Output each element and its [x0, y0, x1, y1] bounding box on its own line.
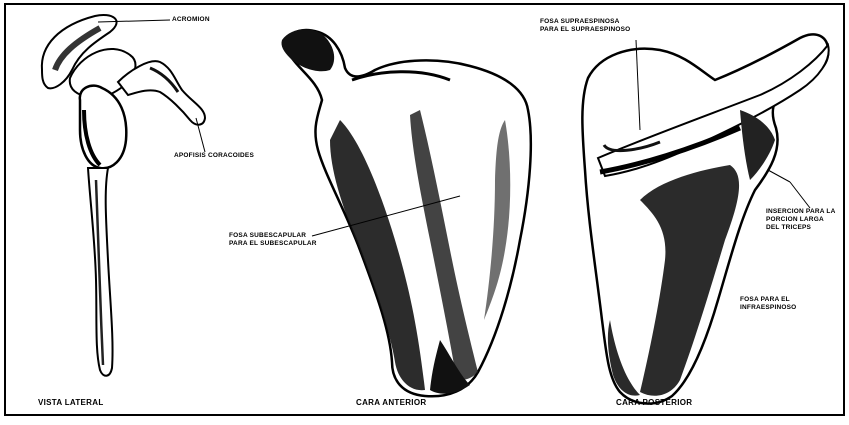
coracoid-shape — [118, 61, 205, 124]
label-triceps-insertion: INSERCION PARA LA — [766, 208, 836, 216]
anterior-view-scapula — [281, 29, 530, 396]
label-subscapular-fossa: FOSA SUBESCAPULAR — [229, 232, 306, 240]
label-coracoid-process: APOFISIS CORACOIDES — [174, 152, 254, 160]
label-supraspinous-fossa-2: PARA EL SUPRAESPINOSO — [540, 26, 630, 34]
caption-posterior-view: CARA POSTERIOR — [616, 398, 692, 407]
caption-anterior-view: CARA ANTERIOR — [356, 398, 426, 407]
lateral-view-scapula — [42, 15, 205, 376]
label-subscapular-fossa-2: PARA EL SUBESCAPULAR — [229, 240, 317, 248]
label-supraspinous-fossa: FOSA SUPRAESPINOSA — [540, 18, 620, 26]
label-infraspinous-fossa: FOSA PARA EL — [740, 296, 790, 304]
label-triceps-insertion-3: DEL TRICEPS — [766, 224, 811, 232]
label-acromion: ACROMION — [172, 16, 210, 24]
caption-lateral-view: VISTA LATERAL — [38, 398, 104, 407]
label-infraspinous-fossa-2: INFRAESPINOSO — [740, 304, 796, 312]
label-triceps-insertion-2: PORCION LARGA — [766, 216, 824, 224]
